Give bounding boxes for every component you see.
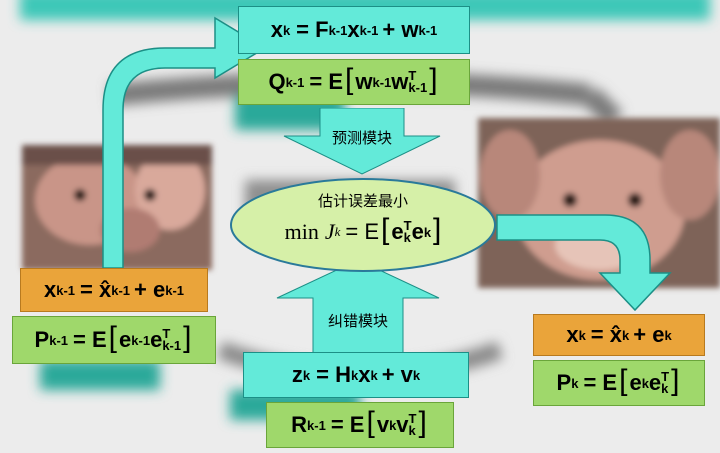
pig-image-right bbox=[478, 118, 720, 288]
predict-arrow bbox=[283, 108, 441, 175]
correct-label: 纠错模块 bbox=[327, 312, 388, 330]
predict-label: 预测模块 bbox=[331, 129, 392, 147]
estimate-label: 估计误差最小 bbox=[317, 192, 408, 210]
output-arrow-down bbox=[496, 214, 672, 312]
estimate-ellipse bbox=[230, 178, 496, 272]
